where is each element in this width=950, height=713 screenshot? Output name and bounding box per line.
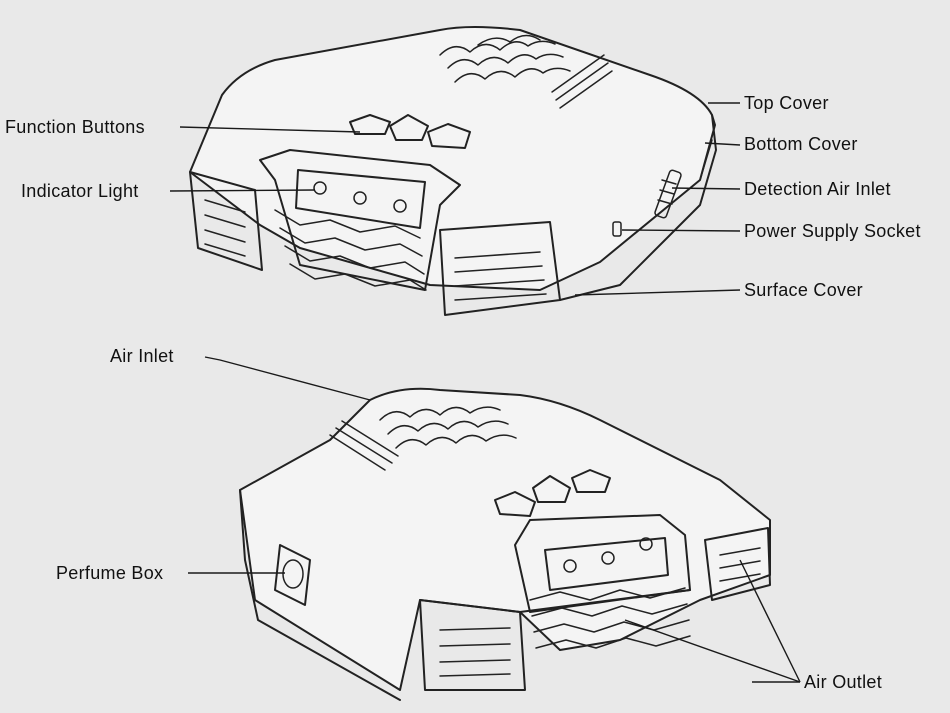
label-power-supply-socket: Power Supply Socket — [744, 221, 921, 241]
labels: Function Buttons Indicator Light Top Cov… — [5, 93, 921, 692]
top-device-top-cover — [189, 26, 716, 291]
label-top-cover: Top Cover — [744, 93, 829, 113]
top-device-side-slats — [551, 54, 613, 109]
top-device-front-grille — [274, 209, 427, 291]
top-device-left-vent — [189, 171, 263, 271]
bottom-device-function-buttons — [494, 469, 611, 517]
leader-detection-air-inlet — [671, 187, 741, 190]
label-perfume-box: Perfume Box — [56, 563, 163, 583]
label-air-inlet: Air Inlet — [110, 346, 174, 366]
bottom-device-top-vents — [379, 406, 517, 449]
label-detection-air-inlet: Detection Air Inlet — [744, 179, 891, 199]
indicator-light-2 — [353, 191, 367, 205]
bottom-device-front-face — [514, 514, 691, 613]
label-air-outlet: Air Outlet — [804, 672, 882, 692]
bottom-indicator-light-3 — [639, 537, 653, 551]
bottom-indicator-light-2 — [601, 551, 615, 565]
label-indicator-light: Indicator Light — [21, 181, 139, 201]
top-device-top-vents — [439, 34, 571, 83]
indicator-light-3 — [393, 199, 407, 213]
leader-air-inlet — [204, 356, 371, 401]
bottom-device-perfume-box — [274, 544, 311, 606]
bottom-device — [239, 387, 771, 701]
bottom-device-left-vent — [419, 599, 526, 691]
top-device-right-vent — [439, 221, 561, 316]
bottom-device-top-cover — [239, 387, 771, 691]
top-device-function-buttons — [349, 114, 471, 149]
leader-function-buttons — [179, 126, 361, 133]
top-device-front-face — [259, 149, 461, 291]
top-device-detection-inlet — [654, 169, 682, 219]
bottom-device-indicator-panel — [544, 537, 669, 591]
leader-indicator-light — [169, 189, 316, 192]
top-device-power-socket — [612, 221, 622, 237]
leader-air-outlet-2 — [739, 559, 801, 683]
leader-power-supply-socket — [621, 229, 741, 232]
bottom-indicator-light-1 — [563, 559, 577, 573]
leader-lines — [169, 102, 801, 683]
top-device-indicator-panel — [295, 169, 426, 229]
top-device — [189, 26, 717, 316]
bottom-device-front-grille — [529, 587, 691, 649]
leader-bottom-cover — [704, 142, 741, 146]
leader-surface-cover — [574, 289, 741, 296]
bottom-device-side-slats — [329, 420, 399, 471]
leader-air-outlet-1 — [624, 619, 801, 683]
indicator-light-1 — [313, 181, 327, 195]
top-device-bottom-cover — [559, 114, 717, 301]
label-function-buttons: Function Buttons — [5, 117, 145, 137]
bottom-device-right-vent — [704, 527, 771, 601]
label-bottom-cover: Bottom Cover — [744, 134, 858, 154]
label-surface-cover: Surface Cover — [744, 280, 863, 300]
